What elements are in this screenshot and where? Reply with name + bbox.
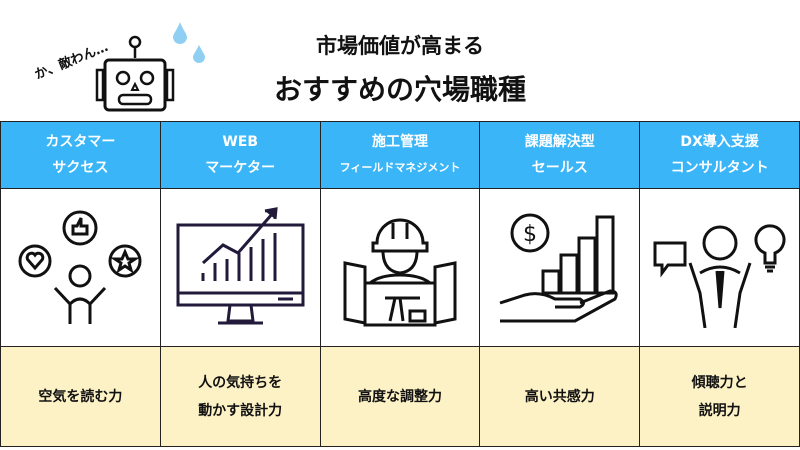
job-header: 課題解決型セールス [479,121,641,189]
title-line-1: 市場価値が高まる [316,34,484,58]
skill-text: 傾聴力と [691,374,748,391]
skill-cell: 空気を読む力 [0,346,161,447]
skill-cell: 高い共感力 [479,346,641,447]
skill-cell: 人の気持ちを動かす設計力 [159,346,321,447]
icon-cell: $ [479,188,641,347]
consultant-idea-icon [653,224,786,329]
job-header: カスタマーサクセス [0,121,161,189]
monitor-growth-chart-icon [176,207,305,325]
svg-text:$: $ [523,222,537,247]
job-title: 施工管理 [371,134,428,150]
job-title: DX導入支援 [680,134,759,150]
job-header: DX導入支援コンサルタント [639,121,800,189]
skill-text: 動かす設計力 [198,402,283,419]
icon-cell [319,188,481,347]
skill-text: 人の気持ちを [198,374,283,391]
customer-feedback-icon [18,210,142,324]
job-title: カスタマー [45,134,116,150]
sweat-drop-icon [193,45,205,63]
job-subtitle: マーケター [205,160,276,176]
hand-money-growth-icon: $ [499,213,618,323]
skill-cell: 高度な調整力 [319,346,481,447]
job-header: 施工管理フィールドマネジメント [319,121,481,189]
job-subtitle: セールス [531,160,588,176]
job-subtitle: コンサルタント [670,160,769,176]
job-title: 課題解決型 [524,134,595,150]
title-line-2: おすすめの穴場職種 [273,73,526,106]
job-table: カスタマーサクセス WEB マーケター 施工管理フィールドマネジメント 課題解決型… [0,121,800,447]
construction-worker-icon [343,218,457,327]
icon-cell [639,188,800,347]
icon-cell [159,188,321,347]
job-header: WEB マーケター [159,121,321,189]
job-subtitle: フィールドマネジメント [339,161,461,174]
skill-text: 説明力 [698,402,741,419]
skill-cell: 傾聴力と説明力 [639,346,800,447]
skill-text: 高い共感力 [524,388,595,405]
job-title: WEB [222,134,259,150]
skill-text: 空気を読む力 [38,388,123,405]
icon-cell [0,188,161,347]
skill-text: 高度な調整力 [357,388,442,405]
robot-icon [95,35,175,112]
job-subtitle: サクセス [52,160,109,176]
sweat-drop-icon [173,22,187,44]
